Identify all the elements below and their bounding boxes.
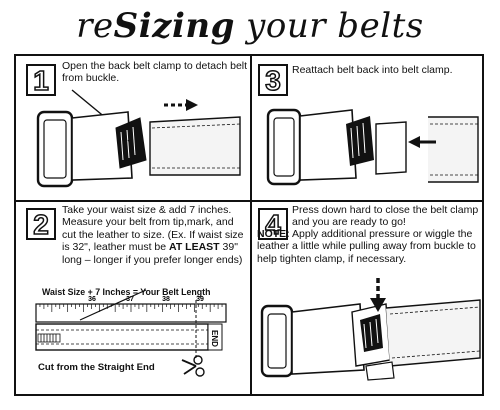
- instructions-frame: [14, 54, 484, 396]
- step-2-badge: 2: [26, 208, 56, 240]
- page-title: reSizing your belts: [0, 6, 500, 46]
- step-2-text-c: 39" long – longer if you prefer longer e…: [62, 241, 243, 266]
- step-2-text-lead: Take your waist size & add 7 inches. Mea…: [62, 204, 248, 266]
- horizontal-divider: [16, 200, 482, 202]
- title-rest: your belts: [234, 6, 424, 46]
- scissors-icon: [181, 355, 205, 377]
- ruler-tick-label: 36: [88, 296, 96, 303]
- step-2-text-a: Take your waist size & add 7 inches. Mea…: [62, 204, 244, 254]
- ruler-tick-label: 38: [162, 296, 170, 303]
- step-4-text-c: Apply additional pressure or wiggle the …: [257, 228, 476, 265]
- ruler-tick-label: 39: [196, 296, 204, 303]
- step-3-badge: 3: [258, 64, 288, 96]
- step-4-note-label: NOTE:: [257, 228, 290, 240]
- step-1-text: Open the back belt clamp to detach belt …: [62, 60, 248, 85]
- step-4-text-note: NOTE: Apply additional pressure or wiggl…: [257, 228, 487, 265]
- step-4-text-a: Press down hard to close the belt clamp …: [292, 204, 479, 229]
- end-label: END: [210, 330, 219, 347]
- ruler-tick-label: 37: [126, 296, 134, 303]
- vertical-divider: [250, 56, 252, 394]
- title-emphasis: Sizing: [113, 6, 235, 46]
- step-1-badge: 1: [26, 64, 56, 96]
- cut-caption: Cut from the Straight End: [38, 362, 155, 373]
- step-4-badge: 4: [258, 208, 288, 240]
- step-2-text-bold: AT LEAST: [169, 241, 220, 254]
- step-4-text-lead: Press down hard to close the belt clamp …: [292, 204, 484, 229]
- step-3-text: Reattach belt back into belt clamp.: [292, 64, 453, 76]
- ruler-caption: Waist Size + 7 Inches = Your Belt Length: [42, 287, 211, 297]
- title-prefix: re: [76, 6, 114, 46]
